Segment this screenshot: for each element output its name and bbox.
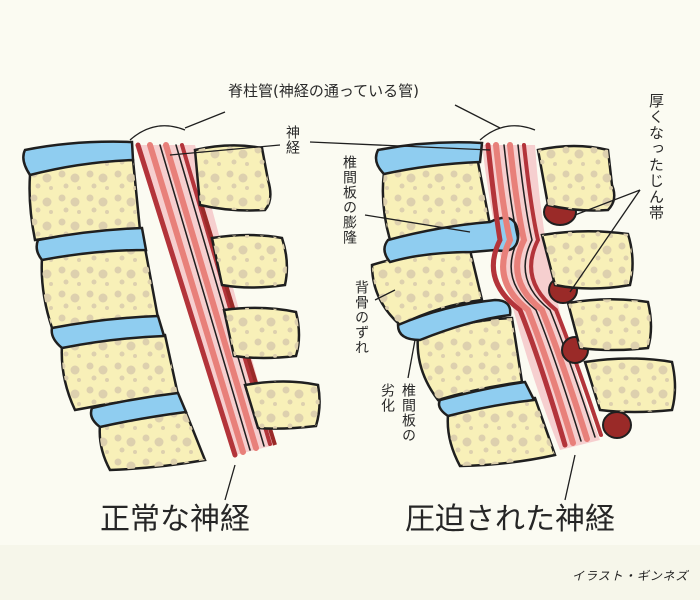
normal-disc-3 — [50, 314, 166, 350]
disc-degeneration-label-line1: 椎間板の — [400, 383, 416, 443]
degen-leader — [407, 339, 416, 379]
ligament-leader-2 — [569, 189, 641, 293]
thickened-ligament-4 — [602, 411, 632, 439]
compressed-disc-4 — [437, 380, 536, 418]
bulge-leader — [364, 214, 471, 233]
vertebra-slip-label: 背骨のずれ — [353, 280, 369, 355]
compressed-nerve-caption: 圧迫された神経 — [405, 502, 615, 537]
normal-disc-2 — [35, 226, 148, 262]
canal-leader-right — [454, 104, 501, 129]
leader-lines — [129, 104, 641, 501]
normal-spine — [22, 140, 321, 472]
disc-degeneration-label-line2: 劣化 — [379, 383, 395, 413]
compressed-disc-bulging — [383, 216, 520, 264]
compressed-caption-leader — [564, 454, 576, 501]
illustrator-credit: イラスト・ギンネズ — [572, 569, 689, 583]
normal-caption-leader — [224, 464, 236, 501]
canal-bracket-left — [129, 125, 186, 141]
ligament-leader-1 — [574, 189, 641, 216]
compressed-spine — [370, 141, 677, 468]
footer-band — [0, 545, 700, 600]
disc-bulge-label: 椎間板の膨隆 — [341, 155, 357, 245]
thickened-ligament-label: 厚くなったじん帯 — [647, 93, 665, 221]
normal-nerve-bundle — [135, 142, 272, 458]
nerve-label: 神経 — [284, 125, 300, 155]
compressed-disc-degenerated — [396, 298, 512, 342]
compressed-disc-1 — [374, 141, 484, 176]
normal-disc-4 — [89, 391, 188, 429]
normal-disc-1 — [22, 140, 135, 177]
nerve-leader-left — [169, 144, 281, 156]
compressed-nerve-bundle — [485, 142, 603, 448]
canal-leader-left — [184, 111, 226, 129]
slip-leader — [374, 289, 396, 301]
nerve-leader-right — [309, 141, 491, 151]
spinal-canal-label: 脊柱管(神経の通っている管) — [228, 82, 419, 100]
canal-bracket-right — [479, 125, 536, 141]
normal-nerve-caption: 正常な神経 — [100, 502, 250, 537]
